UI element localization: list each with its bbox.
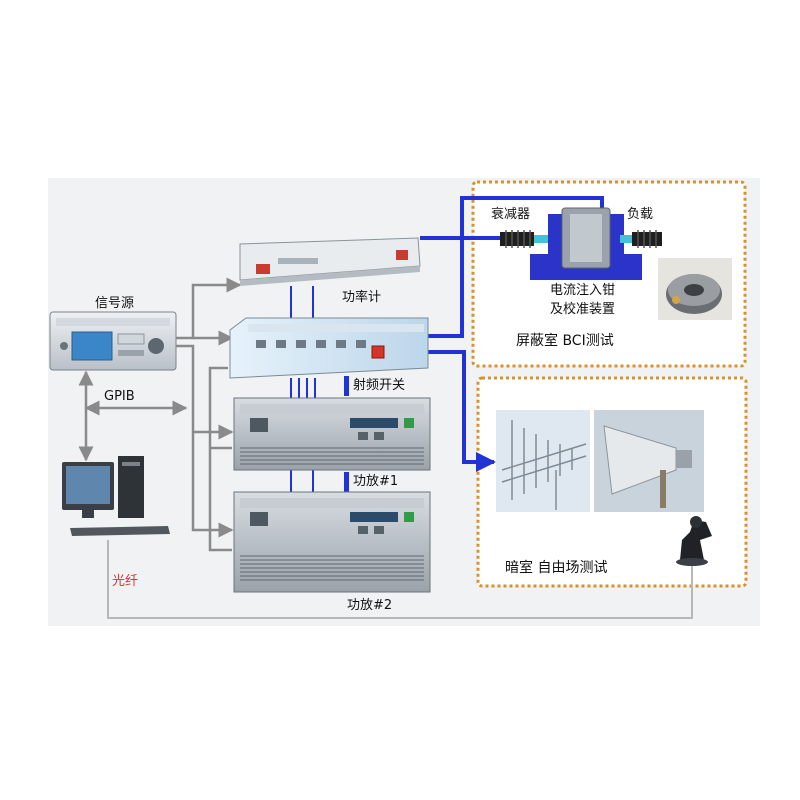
rf-cables-to-zones bbox=[420, 196, 604, 472]
shield-room-label: 屏蔽室 BCI测试 bbox=[516, 333, 614, 349]
amplifier-1-device bbox=[233, 397, 431, 471]
fiber-label: 光纤 bbox=[112, 574, 139, 589]
power-meter-device bbox=[239, 237, 421, 286]
rf-switch-device bbox=[229, 317, 429, 379]
fiber-line bbox=[107, 540, 693, 619]
amplifier-2-device bbox=[233, 491, 431, 593]
current-clamp-photo bbox=[658, 258, 732, 320]
computer-device bbox=[62, 456, 170, 536]
attenuator-device bbox=[500, 230, 548, 248]
bci-device-label-line1: 电流注入钳 bbox=[550, 283, 616, 298]
rf-switch-label: 射频开关 bbox=[353, 378, 406, 393]
control-lines bbox=[78, 277, 242, 552]
amp1-label: 功放#1 bbox=[353, 474, 399, 489]
amp1-marker bbox=[344, 472, 349, 492]
attenuator-label: 衰减器 bbox=[491, 207, 531, 222]
field-probe-device bbox=[676, 516, 712, 566]
power-meter-label: 功率计 bbox=[342, 290, 382, 305]
load-label: 负载 bbox=[627, 207, 654, 222]
signal-source-label: 信号源 bbox=[95, 296, 135, 311]
gpib-label: GPIB bbox=[104, 389, 135, 404]
rf-cables-vertical bbox=[290, 286, 316, 492]
amp2-label: 功放#2 bbox=[347, 598, 393, 613]
bci-clamp-fixture bbox=[530, 207, 642, 280]
signal-source-device bbox=[49, 311, 177, 371]
anechoic-room-label: 暗室 自由场测试 bbox=[505, 560, 608, 576]
log-periodic-antenna-photo bbox=[496, 410, 590, 512]
load-device bbox=[620, 230, 662, 248]
bci-device-label-line2: 及校准装置 bbox=[550, 302, 616, 317]
horn-antenna-photo bbox=[594, 410, 704, 512]
rf-switch-marker bbox=[344, 376, 349, 396]
